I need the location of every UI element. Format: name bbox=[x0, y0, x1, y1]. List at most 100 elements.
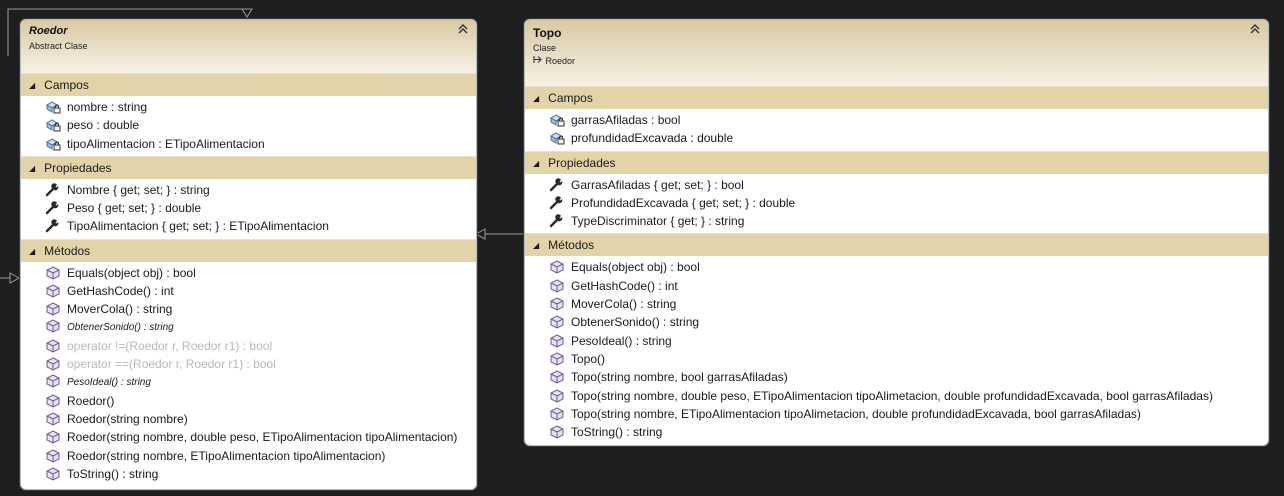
method-cube-icon bbox=[547, 258, 567, 276]
method-cube-icon bbox=[43, 300, 63, 318]
inherit-arrow-icon bbox=[533, 56, 546, 66]
section-label: Métodos bbox=[44, 243, 91, 258]
method-item[interactable]: Topo(string nombre, double peso, ETipoAl… bbox=[525, 387, 1268, 405]
property-item[interactable]: GarrasAfiladas { get; set; } : bool bbox=[525, 176, 1268, 194]
method-item[interactable]: ToString() : string bbox=[525, 423, 1268, 441]
field-item[interactable]: nombre : string bbox=[21, 98, 476, 116]
member-label: MoverCola() : string bbox=[571, 297, 677, 312]
triangle-down-icon[interactable]: ◢ bbox=[533, 241, 540, 251]
property-item[interactable]: TypeDiscriminator { get; } : string bbox=[525, 212, 1268, 230]
base-class: Roedor bbox=[533, 54, 1260, 68]
triangle-down-icon[interactable]: ◢ bbox=[29, 81, 36, 90]
member-label: profundidadExcavada : double bbox=[571, 131, 734, 146]
method-item[interactable]: Roedor(string nombre, ETipoAlimentacion … bbox=[21, 447, 476, 465]
section-label: Propiedades bbox=[548, 155, 616, 170]
method-cube-icon bbox=[43, 282, 63, 300]
inheritance-arrowhead-topo-roedor bbox=[474, 228, 486, 240]
class-header[interactable]: Topo Clase Roedor bbox=[525, 20, 1268, 86]
method-item[interactable]: GetHashCode() : int bbox=[525, 277, 1268, 295]
section-header-properties[interactable]: ◢ Propiedades bbox=[525, 150, 1268, 174]
method-item[interactable]: PesoIdeal() : string bbox=[525, 332, 1268, 350]
method-item[interactable]: Topo(string nombre, bool garrasAfiladas) bbox=[525, 368, 1268, 386]
section-label: Campos bbox=[548, 91, 593, 105]
method-item[interactable]: ObtenerSonido() : string bbox=[21, 319, 476, 337]
property-item[interactable]: Peso { get; set; } : double bbox=[21, 199, 476, 217]
member-label: Roedor() bbox=[67, 393, 115, 408]
member-label: GarrasAfiladas { get; set; } : bool bbox=[571, 177, 744, 192]
class-kind: Clase bbox=[533, 43, 557, 53]
method-cube-icon bbox=[547, 277, 567, 295]
section-header-fields[interactable]: ◢ Campos bbox=[525, 86, 1268, 109]
member-label: operator ==(Roedor r, Roedor r1) : bool bbox=[67, 357, 276, 372]
member-label: ToString() : string bbox=[571, 425, 663, 440]
member-label: Topo(string nombre, bool garrasAfiladas) bbox=[571, 370, 788, 385]
method-item[interactable]: MoverCola() : string bbox=[525, 295, 1268, 313]
triangle-down-icon[interactable]: ◢ bbox=[533, 94, 540, 103]
section-header-fields[interactable]: ◢ Campos bbox=[21, 73, 476, 96]
wrench-icon bbox=[43, 181, 63, 199]
member-label: Equals(object obj) : bool bbox=[571, 260, 700, 275]
field-item[interactable]: tipoAlimentacion : ETipoAlimentacion bbox=[21, 135, 476, 153]
method-item[interactable]: ObtenerSonido() : string bbox=[525, 313, 1268, 331]
method-item[interactable]: Roedor() bbox=[21, 392, 476, 410]
method-cube-icon bbox=[43, 410, 63, 428]
method-cube-icon bbox=[547, 405, 567, 423]
field-item[interactable]: peso : double bbox=[21, 116, 476, 134]
member-label: PesoIdeal() : string bbox=[571, 333, 672, 348]
section-header-methods[interactable]: ◢Métodos bbox=[525, 233, 1268, 257]
base-class-name: Roedor bbox=[545, 56, 576, 66]
property-item[interactable]: TipoAlimentacion { get; set; } : ETipoAl… bbox=[21, 217, 476, 235]
fields-list: nombre : string peso : double tipoAlimenta… bbox=[21, 96, 476, 156]
member-label: PesoIdeal() : string bbox=[67, 376, 151, 388]
wrench-icon bbox=[547, 176, 567, 194]
method-item[interactable]: operator ==(Roedor r, Roedor r1) : bool bbox=[21, 355, 476, 373]
method-item[interactable]: MoverCola() : string bbox=[21, 300, 476, 318]
class-topo[interactable]: Topo Clase Roedor ◢ Campos garrasAfiladas… bbox=[524, 19, 1269, 446]
method-cube-icon bbox=[547, 423, 567, 441]
class-roedor[interactable]: Roedor Abstract Clase ◢ Campos nombre : s… bbox=[20, 19, 477, 490]
method-item[interactable]: GetHashCode() : int bbox=[21, 282, 476, 300]
method-item[interactable]: Topo() bbox=[525, 350, 1268, 368]
method-item[interactable]: ToString() : string bbox=[21, 465, 476, 483]
method-item[interactable]: PesoIdeal() : string bbox=[21, 374, 476, 392]
member-label: ObtenerSonido() : string bbox=[571, 315, 700, 330]
method-cube-icon bbox=[43, 392, 63, 410]
double-chevron-up-icon[interactable] bbox=[1250, 24, 1260, 37]
member-label: peso : double bbox=[67, 118, 140, 133]
method-item[interactable]: Topo(string nombre, ETipoAlimentacion ti… bbox=[525, 405, 1268, 423]
triangle-down-icon[interactable]: ◢ bbox=[29, 246, 36, 256]
method-cube-icon bbox=[43, 465, 63, 483]
method-cube-icon bbox=[43, 428, 63, 446]
method-item[interactable]: operator !=(Roedor r, Roedor r1) : bool bbox=[21, 337, 476, 355]
member-label: GetHashCode() : int bbox=[67, 284, 174, 299]
member-label: Roedor(string nombre) bbox=[67, 412, 188, 427]
member-label: Nombre { get; set; } : string bbox=[67, 182, 210, 197]
member-label: Topo(string nombre, ETipoAlimentacion ti… bbox=[571, 406, 1141, 421]
section-label: Propiedades bbox=[44, 160, 112, 175]
method-item[interactable]: Equals(object obj) : bool bbox=[525, 258, 1268, 276]
method-item[interactable]: Roedor(string nombre, double peso, ETipo… bbox=[21, 428, 476, 446]
double-chevron-up-icon[interactable] bbox=[458, 24, 468, 37]
method-item[interactable]: Roedor(string nombre) bbox=[21, 410, 476, 428]
property-item[interactable]: Nombre { get; set; } : string bbox=[21, 181, 476, 199]
section-label: Campos bbox=[44, 78, 89, 92]
member-label: Roedor(string nombre, double peso, ETipo… bbox=[67, 430, 458, 445]
property-item[interactable]: ProfundidadExcavada { get; set; } : doub… bbox=[525, 194, 1268, 212]
triangle-down-icon[interactable]: ◢ bbox=[533, 158, 540, 168]
field-lock-icon bbox=[43, 98, 63, 116]
class-name: Roedor bbox=[29, 25, 68, 37]
class-kind: Abstract Clase bbox=[29, 41, 88, 51]
class-header[interactable]: Roedor Abstract Clase bbox=[21, 20, 476, 73]
method-item[interactable]: Equals(object obj) : bool bbox=[21, 264, 476, 282]
section-header-methods[interactable]: ◢ Métodos bbox=[21, 238, 476, 262]
method-cube-icon bbox=[547, 332, 567, 350]
fields-list: garrasAfiladas : bool profundidadExcavada… bbox=[525, 109, 1268, 151]
section-header-properties[interactable]: ◢ Propiedades bbox=[21, 155, 476, 179]
triangle-down-icon[interactable]: ◢ bbox=[29, 163, 36, 173]
field-item[interactable]: profundidadExcavada : double bbox=[525, 129, 1268, 147]
field-item[interactable]: garrasAfiladas : bool bbox=[525, 111, 1268, 129]
member-label: ToString() : string bbox=[67, 467, 159, 482]
